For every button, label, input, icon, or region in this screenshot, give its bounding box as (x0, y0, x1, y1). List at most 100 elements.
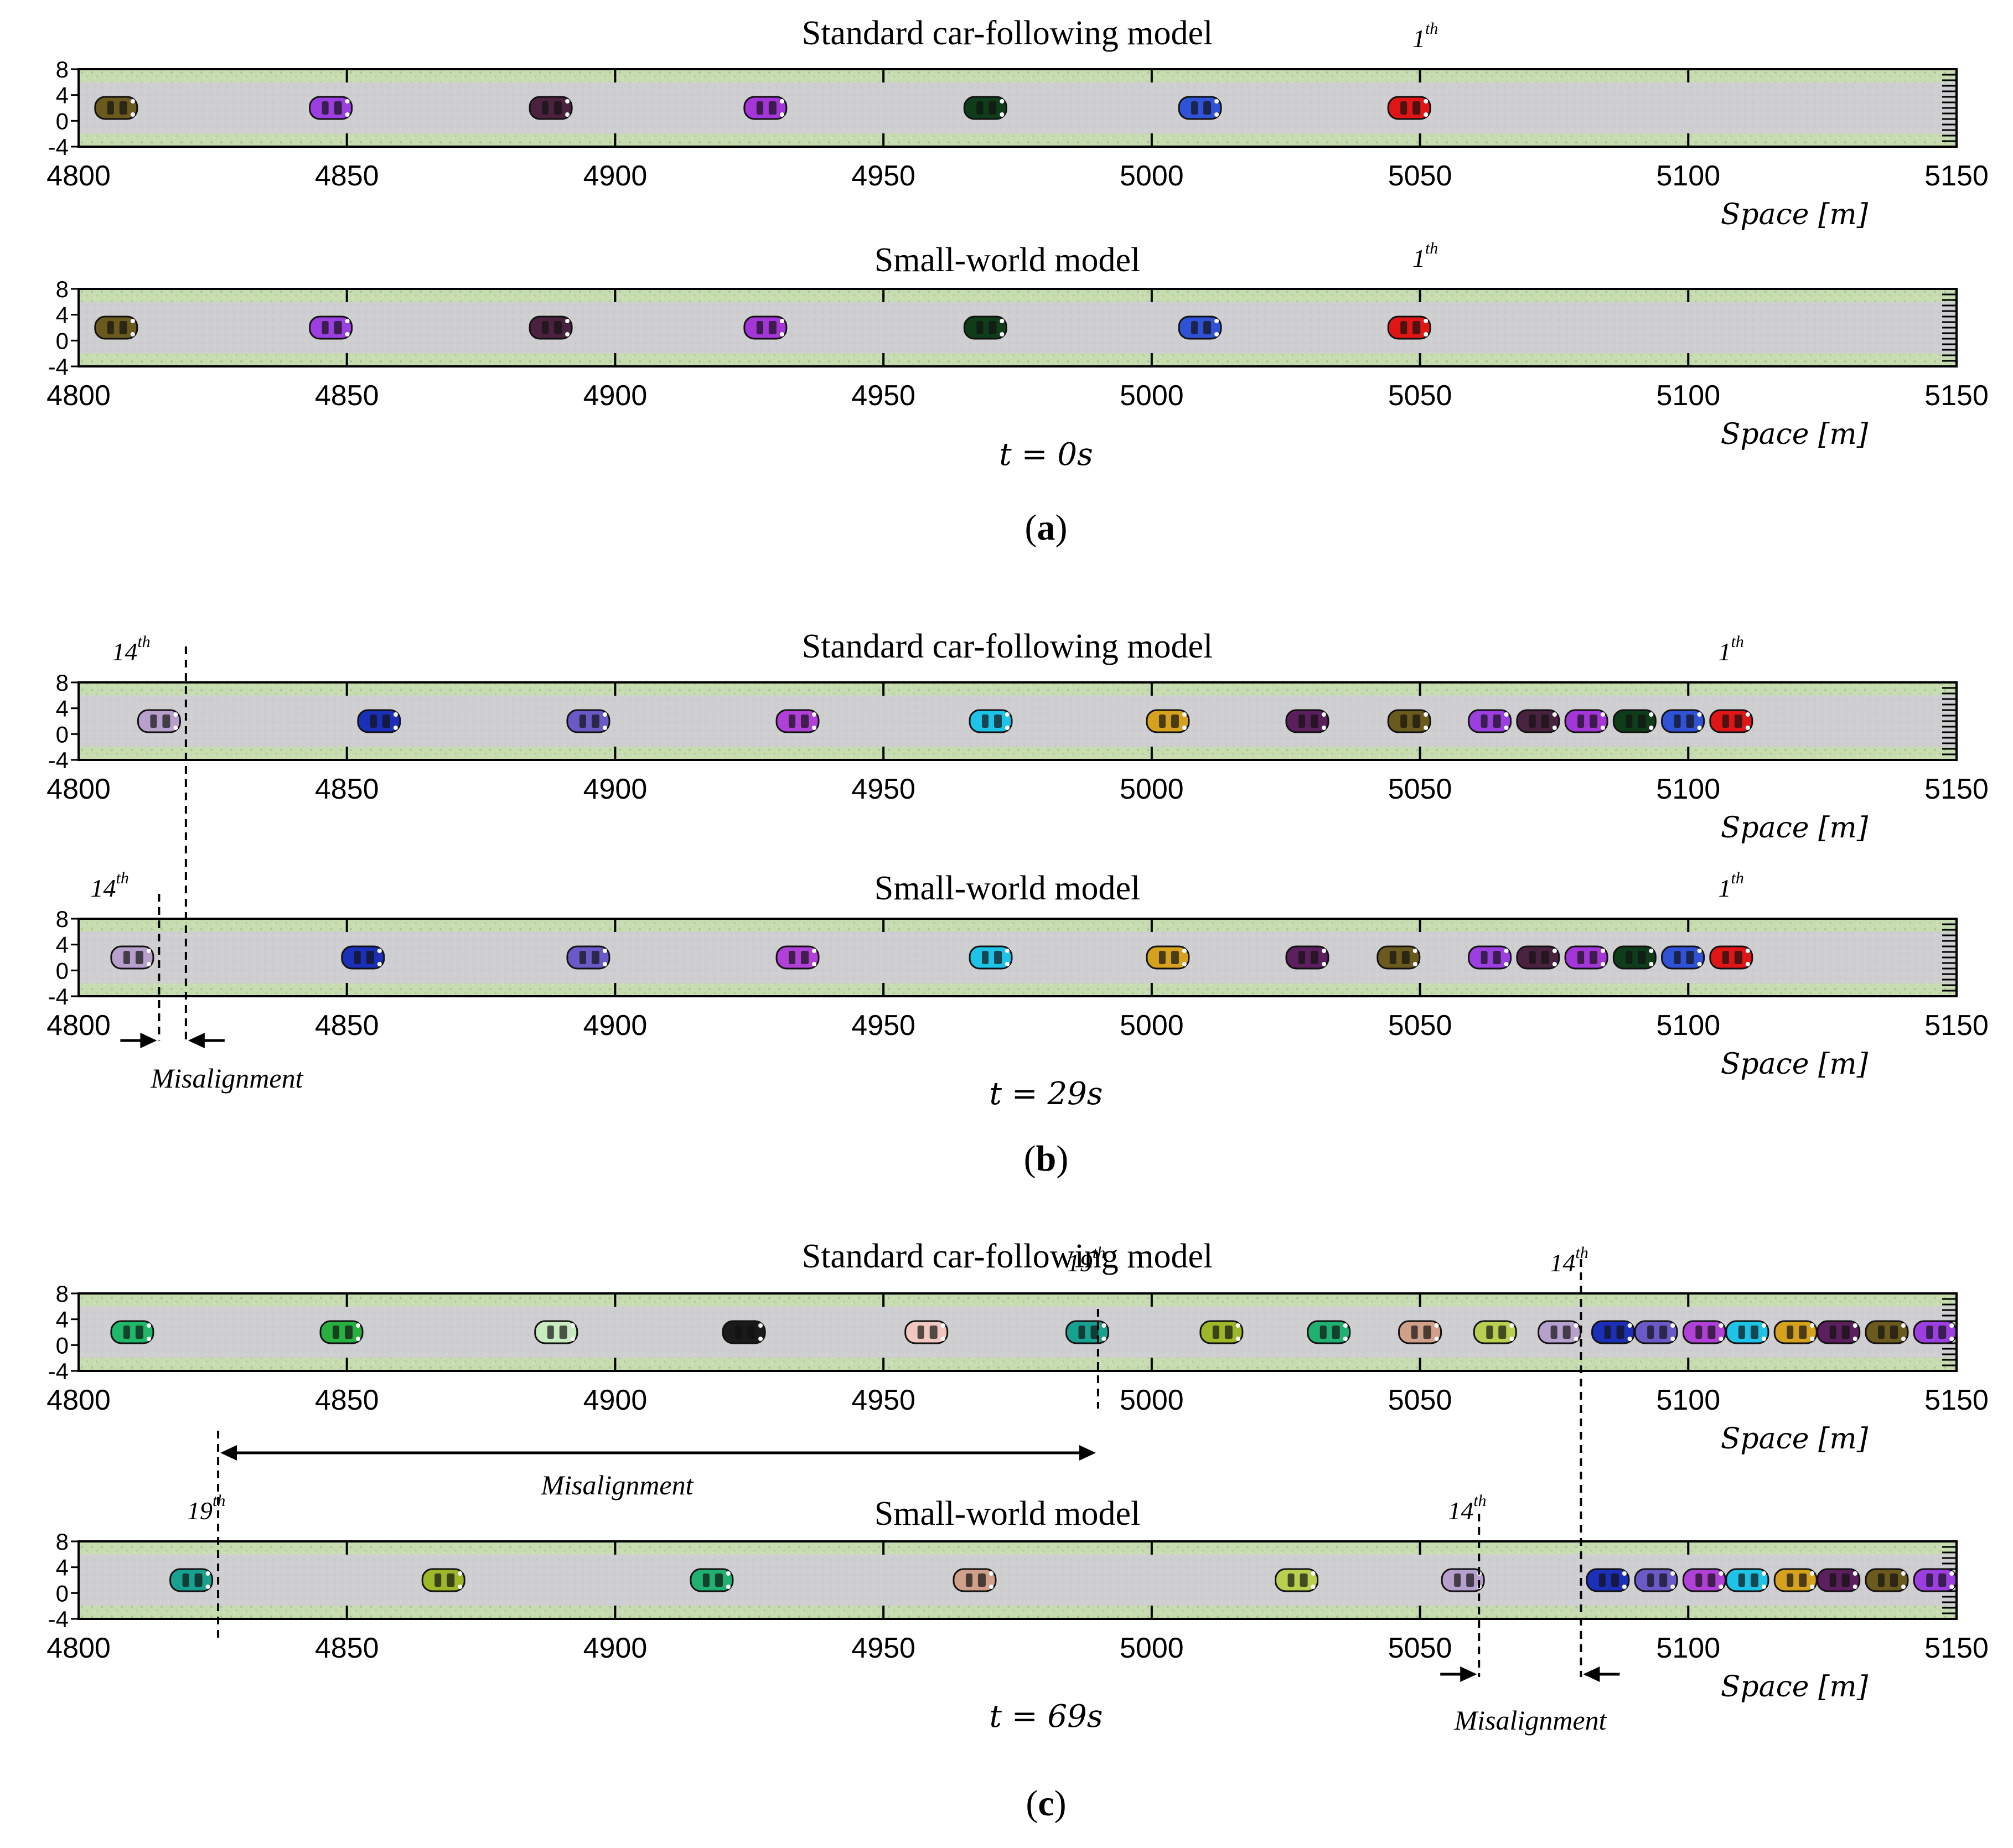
panel-label: (a) (1025, 508, 1068, 548)
vehicle (963, 96, 1007, 120)
y-tick-label: 0 (56, 957, 69, 983)
vehicle-headlight (812, 962, 817, 966)
x-tick-label: 5150 (1924, 380, 1989, 412)
vehicle-headlight (1504, 712, 1509, 717)
vehicle-headlight (1719, 1337, 1724, 1341)
vehicle (1725, 1320, 1769, 1344)
vehicle-headlight (812, 726, 817, 730)
vehicle-headlight (570, 1337, 575, 1341)
vehicle-headlight (1434, 1337, 1439, 1341)
vehicle (1612, 945, 1657, 970)
vehicle-windshield (1493, 715, 1501, 728)
vehicle-windshield (1171, 715, 1179, 728)
vehicle-headlight (1852, 1571, 1857, 1576)
vehicle-headlight (1424, 99, 1429, 103)
vehicle-windshield (1841, 1326, 1850, 1339)
vehicle-headlight (779, 319, 784, 323)
vehicle-headlight (1670, 1323, 1675, 1328)
vehicle-headlight (1649, 962, 1654, 966)
vehicle-headlight (345, 332, 350, 337)
y-tick-label: 0 (56, 721, 69, 747)
vehicle-headlight (1622, 1585, 1627, 1589)
vehicle-windshield (1750, 1573, 1758, 1587)
vehicle-headlight (1697, 962, 1702, 966)
vehicle (1275, 1568, 1319, 1592)
vehicle-window (123, 1326, 130, 1339)
vehicle-window (982, 951, 989, 964)
vehicle-window (322, 321, 329, 334)
vehicle-headlight (1214, 112, 1219, 117)
x-tick-label: 4800 (46, 380, 111, 412)
vehicle-ordinal-suffix: th (1473, 1492, 1486, 1510)
vehicle-headlight (1670, 1571, 1675, 1576)
vehicle-headlight (1574, 1337, 1579, 1341)
vehicle-headlight (1810, 1337, 1815, 1341)
misalignment-arrowhead (188, 1033, 205, 1048)
vehicle (1564, 945, 1608, 970)
vehicle-headlight (989, 1571, 993, 1576)
chart-title: Small-world model (874, 1495, 1140, 1533)
vehicle-headlight (458, 1585, 463, 1589)
panel-label: (b) (1024, 1138, 1069, 1179)
vehicle-windshield (1300, 1573, 1308, 1587)
vehicle-headlight (1649, 949, 1654, 953)
x-tick-label: 4950 (851, 1010, 915, 1042)
vehicle (1709, 709, 1753, 733)
vehicle (1468, 945, 1512, 970)
vehicle-headlight (345, 112, 350, 117)
vehicle-window (1738, 1326, 1745, 1339)
x-tick-label: 5000 (1120, 380, 1184, 412)
vehicle-windshield (1799, 1326, 1807, 1339)
vehicle (110, 1320, 154, 1344)
vehicle-headlight (1670, 1585, 1675, 1589)
vehicle (1817, 1568, 1861, 1592)
vehicle-headlight (1424, 712, 1429, 717)
chart-title: Small-world model (874, 241, 1140, 279)
vehicle-windshield (559, 1326, 567, 1339)
y-tick-label: 8 (56, 276, 69, 302)
vehicle-headlight (989, 1585, 993, 1589)
vehicle-windshield (334, 321, 342, 334)
vehicle-ordinal-label: 1 (1719, 638, 1731, 666)
vehicle-headlight (458, 1571, 463, 1576)
x-tick-label: 5050 (1388, 1632, 1452, 1664)
vehicle-window (579, 715, 586, 728)
vehicle-windshield (119, 101, 127, 115)
vehicle-headlight (1852, 1585, 1857, 1589)
vehicle-window (756, 101, 763, 115)
vehicle-headlight (1182, 962, 1187, 966)
x-tick-label: 5100 (1656, 773, 1720, 805)
vehicle (1564, 709, 1608, 733)
road-surface (79, 82, 1957, 134)
vehicle-windshield (1750, 1326, 1758, 1339)
x-tick-label: 5000 (1120, 1632, 1184, 1664)
vehicle-headlight (1214, 332, 1219, 337)
vehicle-window (1926, 1326, 1933, 1339)
y-tick-label: 0 (56, 328, 69, 354)
vehicle-headlight (1005, 962, 1010, 966)
y-tick-label: -4 (48, 354, 69, 380)
x-tick-label: 4950 (851, 160, 915, 192)
y-tick-label: -4 (48, 1358, 69, 1384)
vehicle-headlight (1000, 112, 1005, 117)
vehicle-ordinal-suffix: th (1731, 869, 1744, 887)
vehicle-window (1454, 1573, 1461, 1587)
vehicle-window (789, 715, 796, 728)
vehicle-windshield (194, 1573, 203, 1587)
vehicle-windshield (1541, 715, 1549, 728)
vehicle (1634, 1568, 1678, 1592)
vehicle-headlight (758, 1337, 763, 1341)
vehicle-headlight (1852, 1337, 1857, 1341)
x-tick-label: 4850 (315, 380, 379, 412)
x-tick-label: 5000 (1120, 160, 1184, 192)
x-tick-label: 5000 (1120, 1010, 1184, 1042)
vehicle-window (1647, 1573, 1654, 1587)
vehicle-windshield (801, 951, 809, 964)
vehicle-windshield (591, 951, 599, 964)
vehicle-headlight (1949, 1337, 1954, 1341)
vehicle-headlight (1810, 1571, 1815, 1576)
vehicle (1387, 709, 1431, 733)
vehicle-window (1486, 1326, 1493, 1339)
y-tick-label: 4 (56, 696, 69, 722)
